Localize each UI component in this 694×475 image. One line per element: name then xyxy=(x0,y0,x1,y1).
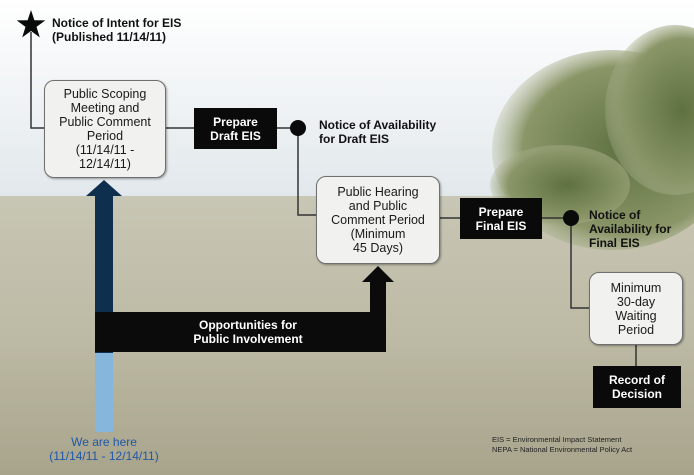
involvement-arrow-right-stem xyxy=(370,280,386,352)
involvement-arrow-left-head xyxy=(86,180,122,196)
waiting-box: Minimum 30-day Waiting Period xyxy=(589,272,683,345)
prepare-draft-label: Prepare Draft EIS xyxy=(194,108,277,149)
connector-notice-waiting xyxy=(570,218,589,309)
notice-draft-label: Notice of Availability for Draft EIS xyxy=(319,118,437,146)
connector-notice-hearing xyxy=(297,128,316,216)
we-are-here-label: We are here (11/14/11 - 12/14/11) xyxy=(49,435,159,463)
involvement-label: Opportunities for Public Involvement xyxy=(193,318,303,346)
scoping-box: Public Scoping Meeting and Public Commen… xyxy=(44,80,166,178)
notice-final-dot xyxy=(563,210,579,226)
legend-nepa: NEPA = National Environmental Policy Act xyxy=(492,445,633,454)
notice-draft-dot xyxy=(290,120,306,136)
record-of-decision-label: Record of Decision xyxy=(593,366,681,408)
notice-of-intent-label: Notice of Intent for EIS (Published 11/1… xyxy=(52,16,182,44)
legend: EIS = Environmental Impact Statement NEP… xyxy=(492,435,632,455)
prepare-final-label: Prepare Final EIS xyxy=(460,198,542,239)
involvement-arrow-bar xyxy=(95,312,385,352)
notice-final-label: Notice of Availability for Final EIS xyxy=(589,208,672,250)
star-icon xyxy=(16,10,46,38)
legend-eis: EIS = Environmental Impact Statement xyxy=(492,435,622,444)
hearing-box: Public Hearing and Public Comment Period… xyxy=(316,176,440,264)
involvement-arrow-right-head xyxy=(362,266,394,282)
connector-start xyxy=(30,32,44,129)
here-arrow-stem xyxy=(95,352,113,432)
